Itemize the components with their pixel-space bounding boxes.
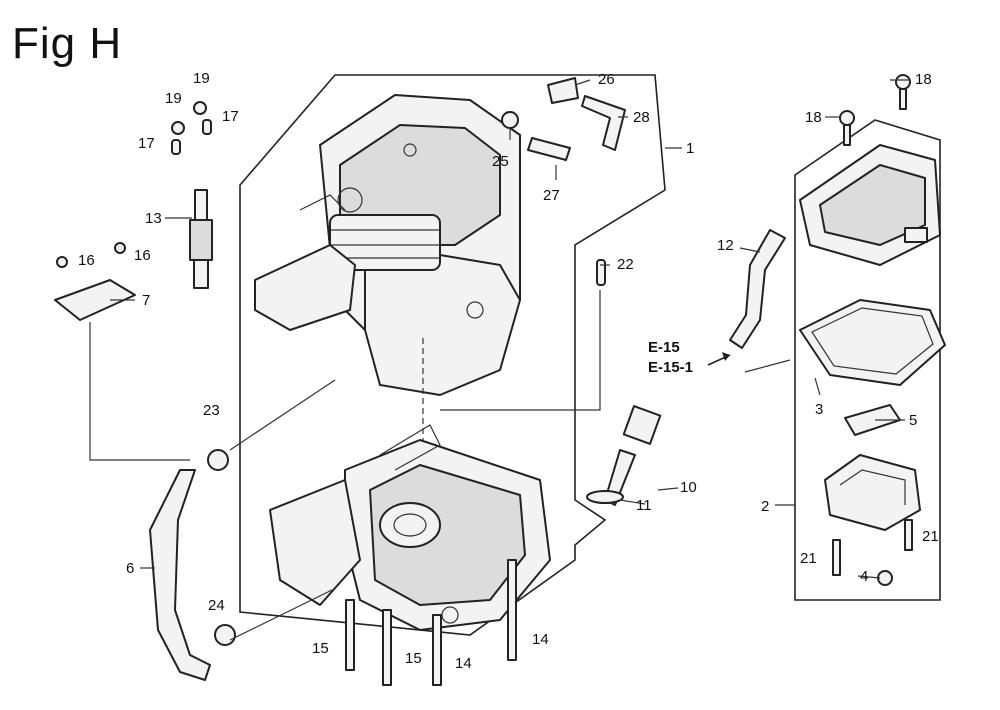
callout-10: 10	[680, 479, 697, 496]
callout-7: 7	[142, 292, 150, 309]
callout-21b: 21	[922, 528, 939, 545]
head-cover-outline	[794, 119, 941, 601]
gasket-drawing	[799, 299, 946, 386]
bracket-drawing	[54, 279, 136, 321]
callout-14b: 14	[455, 655, 472, 672]
callout-1: 1	[686, 140, 694, 157]
reference-arrowhead	[722, 352, 730, 361]
callout-16b: 16	[134, 247, 151, 264]
reference-e15-1: E-15-1	[648, 359, 693, 376]
callout-12: 12	[717, 237, 734, 254]
callout-27: 27	[543, 187, 560, 204]
callout-16a: 16	[78, 252, 95, 269]
callout-18a: 18	[915, 71, 932, 88]
callout-23: 23	[203, 402, 220, 419]
callout-18b: 18	[805, 109, 822, 126]
callout-6: 6	[126, 560, 134, 577]
callout-26: 26	[598, 71, 615, 88]
callout-28: 28	[633, 109, 650, 126]
callout-11: 11	[636, 497, 652, 514]
reference-e15: E-15	[648, 339, 680, 356]
callout-2: 2	[761, 498, 769, 515]
callout-13: 13	[145, 210, 162, 227]
breather-tube-drawing	[149, 469, 211, 681]
leader-lines	[89, 79, 910, 641]
hardware-drawing	[56, 74, 913, 686]
callout-17b: 17	[222, 108, 239, 125]
callout-15b: 15	[405, 650, 422, 667]
callout-25: 25	[492, 153, 509, 170]
figure-title: Fig H	[12, 19, 123, 68]
main-assembly-outline	[239, 74, 666, 636]
callout-21a: 21	[800, 550, 817, 567]
callout-3: 3	[815, 401, 823, 418]
oil-gauge-drawing	[604, 405, 662, 506]
head-cover-drawing	[799, 144, 941, 266]
callout-24: 24	[208, 597, 225, 614]
callout-17a: 17	[138, 135, 155, 152]
callout-4: 4	[860, 568, 868, 585]
callout-15a: 15	[312, 640, 329, 657]
o-ring-drawing	[586, 490, 624, 504]
callout-5: 5	[909, 412, 917, 429]
callout-labels: 1 2 3 4 5 6 7 10 11 12 13 14 14 14 15 15…	[78, 70, 939, 672]
callout-19a: 19	[165, 90, 182, 107]
callout-14a: 14	[532, 631, 549, 648]
spark-plug-drawing	[189, 189, 213, 289]
callout-19b: 19	[193, 70, 210, 87]
crankcase-drawing	[269, 424, 551, 631]
callout-22: 22	[617, 256, 634, 273]
cylinder-block-drawing	[254, 94, 521, 396]
fuel-tube-drawing	[729, 229, 786, 349]
breather-chamber-drawing	[824, 454, 921, 531]
